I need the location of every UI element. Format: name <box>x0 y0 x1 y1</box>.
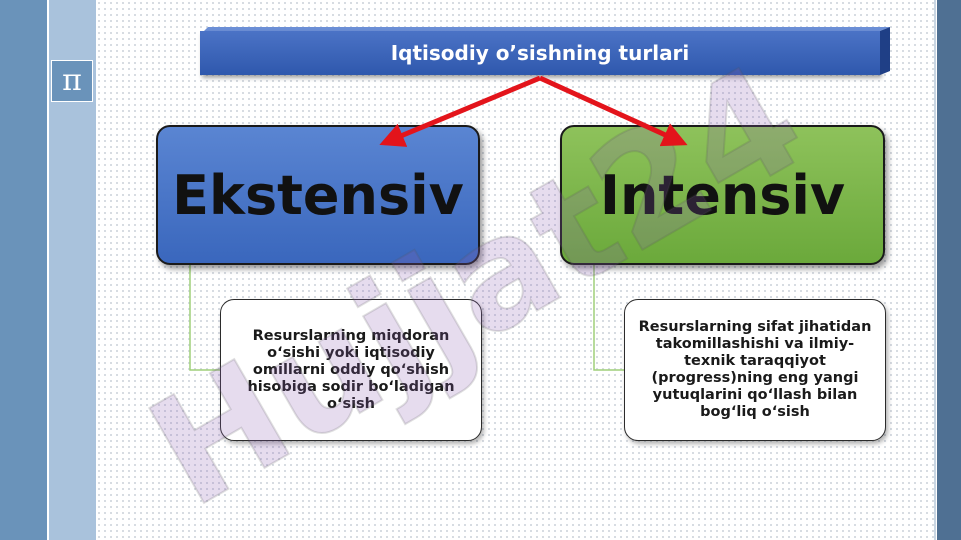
title-bar: Iqtisodiy o’sishning turlari <box>200 31 880 75</box>
label-ekstensiv: Ekstensiv <box>172 163 464 227</box>
right-decor-band <box>937 0 961 540</box>
description-intensiv: Resurslarning sifat jihatidan takomillas… <box>624 299 886 441</box>
left-decor-divider <box>47 0 49 540</box>
connector-line-intensiv <box>593 265 624 371</box>
title-bar-top-face <box>204 27 890 31</box>
connector-line-ekstensiv <box>189 265 220 371</box>
title-bar-side-face <box>880 27 890 75</box>
slide-content-area <box>96 0 934 540</box>
description-ekstensiv: Resurslarning miqdoran o‘sishi yoki iqti… <box>220 299 482 441</box>
label-intensiv: Intensiv <box>599 163 846 227</box>
right-decor-divider <box>934 0 936 540</box>
page-title: Iqtisodiy o’sishning turlari <box>390 41 690 65</box>
pi-icon: π <box>51 60 93 102</box>
arrow-to-ekstensiv <box>379 75 541 147</box>
left-decor-band <box>0 0 48 540</box>
arrow-to-intensiv <box>538 75 688 147</box>
box-ekstensiv: Ekstensiv <box>156 125 480 265</box>
box-intensiv: Intensiv <box>560 125 885 265</box>
